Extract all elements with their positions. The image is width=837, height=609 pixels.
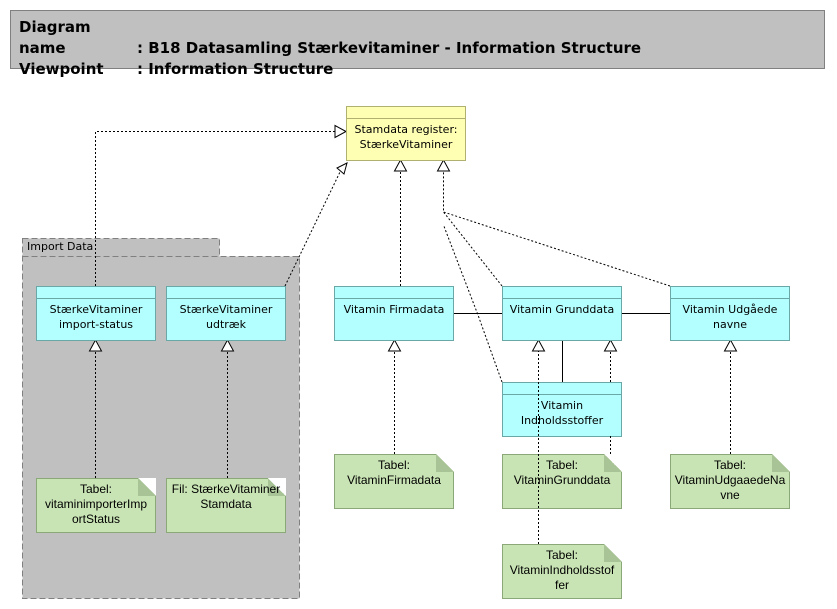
note-fold — [138, 478, 156, 496]
diagram-name-label: Diagram name — [19, 18, 91, 57]
note-text: vitaminimporterImp — [44, 497, 148, 511]
note-text: Tabel: — [79, 482, 113, 496]
note-fold — [436, 454, 454, 472]
element-label: navne — [713, 318, 747, 331]
note-text: VitaminFirmadata — [347, 473, 441, 487]
element-label: StærkeVitaminer — [179, 303, 273, 316]
viewpoint-label: Viewpoint — [19, 60, 104, 78]
viewpoint: : Information Structure — [137, 60, 334, 78]
note-text: VitaminGrunddata — [513, 473, 611, 487]
vitamin-udgaaede-element[interactable]: Vitamin Udgåede navne — [670, 286, 790, 341]
note-firmadata[interactable]: Tabel:VitaminFirmadata — [334, 454, 454, 509]
element-label: Indholdsstoffer — [520, 414, 604, 427]
note-text: vne — [720, 488, 740, 502]
note-fold — [604, 544, 622, 562]
arrowheads — [88, 124, 738, 352]
note-text: Tabel: — [545, 458, 579, 472]
association-lines — [453, 313, 670, 382]
udtraek-element[interactable]: StærkeVitaminer udtræk — [166, 286, 286, 341]
note-fold — [772, 454, 790, 472]
element-label: Vitamin — [540, 399, 584, 412]
note-fold — [604, 454, 622, 472]
note-grunddata[interactable]: Tabel:VitaminGrunddata — [502, 454, 622, 509]
diagram-name: : B18 Datasamling Stærkevitaminer - Info… — [137, 39, 642, 57]
element-label: udtræk — [206, 318, 246, 331]
note-text: Tabel: — [377, 458, 411, 472]
element-label: import-status — [58, 318, 134, 331]
note-text: Stamdata — [200, 497, 252, 511]
element-label: Stamdata register: — [354, 123, 458, 136]
vitamin-grunddata-element[interactable]: Vitamin Grunddata — [502, 286, 622, 341]
note-text: ortStatus — [71, 512, 121, 526]
note-text: Tabel: — [713, 458, 747, 472]
note-text: fer — [554, 578, 569, 592]
element-label: Vitamin Grunddata — [509, 303, 615, 316]
package-label: Import Data — [27, 240, 94, 253]
stamdata-register-element[interactable]: Stamdata register: StærkeVitaminer — [346, 106, 466, 161]
element-label: Vitamin Udgåede — [682, 303, 778, 316]
note-text: Tabel: — [545, 548, 579, 562]
note-text: VitaminUdgaaedeNa — [674, 473, 786, 487]
element-label: StærkeVitaminer — [359, 138, 453, 151]
note-text: VitaminIndholdsstof — [509, 563, 615, 577]
note-text: Fil: StærkeVitaminer — [171, 482, 281, 496]
vitamin-firmadata-element[interactable]: Vitamin Firmadata — [334, 286, 454, 341]
note-fold — [268, 478, 286, 496]
element-label: StærkeVitaminer — [49, 303, 143, 316]
import-status-element[interactable]: StærkeVitaminer import-status — [36, 286, 156, 341]
diagram-header: Diagram name : B18 Datasamling Stærkevita… — [10, 10, 825, 78]
element-label: Vitamin Firmadata — [343, 303, 445, 316]
